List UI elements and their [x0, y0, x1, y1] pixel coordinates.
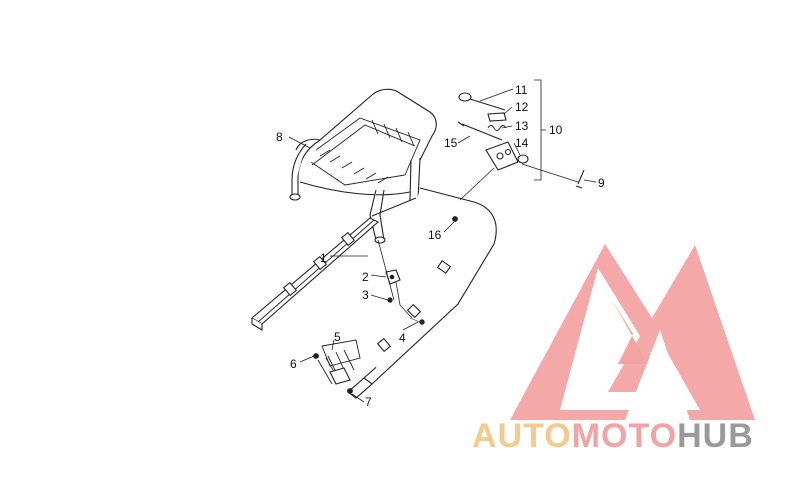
callout-labels: 8 1 2 3 4 5 6 7 16 15 11 12 13 14 10 9: [276, 83, 605, 409]
rack-basket: [289, 88, 437, 244]
callout-8: 8: [276, 130, 283, 144]
bolt-4-head: [419, 319, 425, 325]
main-frame-rail: [251, 187, 497, 399]
callout-13: 13: [515, 119, 529, 133]
callout-11: 11: [515, 83, 528, 97]
callout-16: 16: [428, 228, 442, 242]
callout-12: 12: [515, 100, 529, 114]
callout-14: 14: [515, 136, 529, 150]
latch-assembly-10: [457, 92, 585, 189]
callout-5: 5: [334, 330, 341, 344]
callout-4: 4: [399, 331, 406, 345]
leader-lines: [288, 79, 597, 403]
bolt-7: [347, 388, 353, 394]
watermark-text: AUTOMOTOHUB: [472, 417, 754, 455]
callout-3: 3: [362, 288, 369, 302]
bolt-4: [409, 317, 421, 323]
washer-3: [387, 297, 393, 303]
callout-2: 2: [362, 270, 369, 284]
bottom-mount-5: [317, 339, 361, 385]
grommet-16: [452, 216, 458, 222]
nut-6: [313, 353, 319, 359]
callout-15: 15: [444, 136, 458, 150]
callout-1: 1: [320, 251, 327, 265]
callout-6: 6: [290, 357, 297, 371]
watermark-auto: AUTO: [472, 417, 572, 455]
watermark-hub: HUB: [677, 417, 754, 455]
callout-7: 7: [365, 395, 372, 409]
callout-10: 10: [549, 123, 563, 137]
callout-9: 9: [598, 176, 605, 190]
watermark-moto: MOTO: [572, 417, 677, 455]
watermark-logo-icon: [510, 244, 755, 420]
